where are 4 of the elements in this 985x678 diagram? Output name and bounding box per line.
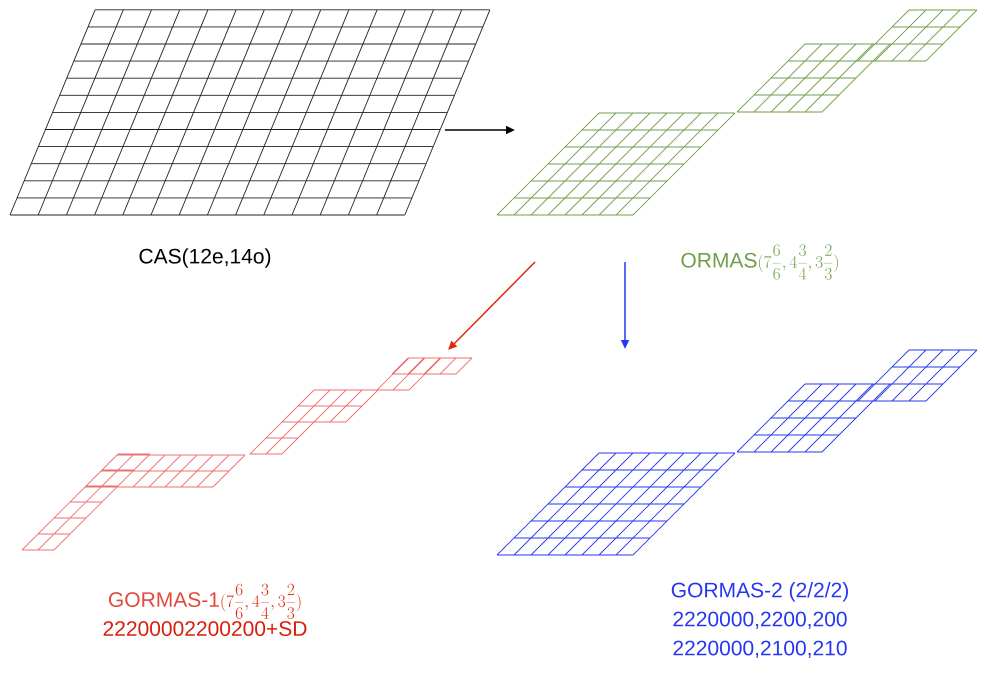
node-label: CAS(12e,14o) xyxy=(140,248,270,268)
node-label: ORMAS$(7\frac{6}{6},4\frac{3}{4},3\frac{2}{3})$ xyxy=(681,244,838,280)
node-label: GORMAS-2 (2/2/2) 2220000,2200,200 2220000,2100,210 xyxy=(672,582,848,658)
node-label: GORMAS-1$(7\frac{6}{6},4\frac{3}{4},3\frac{2}{3})$ 22200002200200+SD xyxy=(104,584,306,636)
